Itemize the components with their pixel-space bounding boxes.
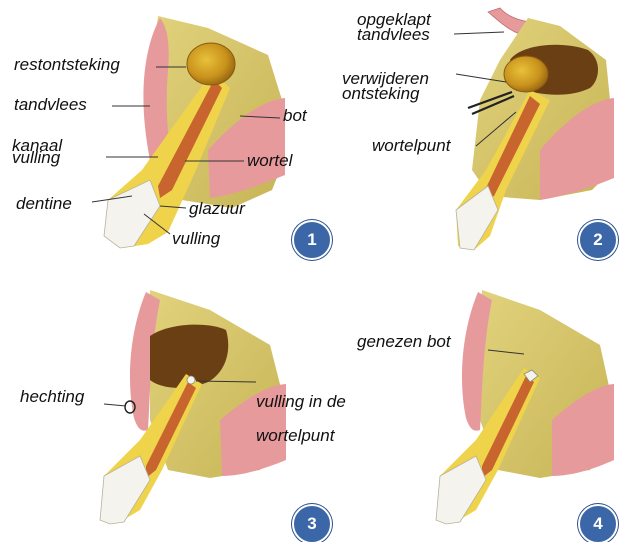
label-hechting: hechting (20, 389, 84, 405)
panel-3-apex-filling (187, 376, 195, 384)
step-badge-1: 1 (292, 220, 332, 260)
step-badge-4: 4 (578, 504, 618, 542)
label-glazuur: glazuur (189, 201, 245, 217)
label-vulling: vulling (172, 231, 220, 247)
panel-1-lesion (187, 43, 235, 85)
label-bot: bot (283, 108, 307, 124)
label-kanaal-vulling: vulling (12, 150, 60, 166)
panel-2-enamel (456, 186, 498, 250)
panel-4-illustration (436, 290, 614, 524)
label-genezen-bot: genezen bot (357, 334, 451, 350)
panel-3-enamel (100, 456, 150, 524)
step-badge-3: 3 (292, 504, 332, 542)
label-opgeklapt-tandvlees: tandvlees (357, 27, 430, 43)
label-ontsteking: ontsteking (342, 86, 420, 102)
label-tandvlees: tandvlees (14, 97, 87, 113)
step-badge-2: 2 (578, 220, 618, 260)
panel-2-lesion (504, 56, 548, 92)
panel-2-illustration (454, 8, 614, 250)
label-restontsteking: restontsteking (14, 57, 120, 73)
label-vulling-in-de: vulling in de (256, 394, 346, 410)
label-wortel: wortel (247, 153, 292, 169)
label-dentine: dentine (16, 196, 72, 212)
label-wortelpunt: wortelpunt (372, 138, 450, 154)
panel-4-enamel (436, 456, 486, 524)
label-wortelpunt-3: wortelpunt (256, 428, 334, 444)
